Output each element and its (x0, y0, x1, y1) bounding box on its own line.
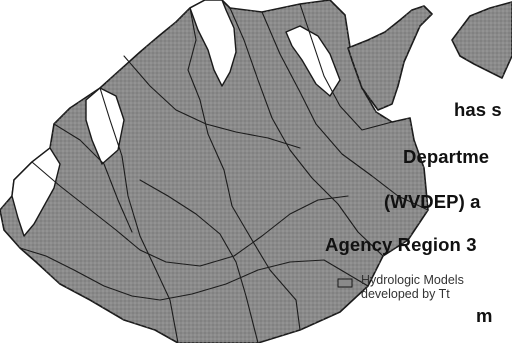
unmodeled-central-north (85, 87, 125, 165)
watershed-boundary-3 (187, 7, 301, 331)
watershed-boundary-8 (123, 55, 301, 149)
watershed-boundary-4 (229, 7, 384, 257)
watershed-boundary-5 (261, 11, 429, 211)
watershed-boundary-1 (99, 87, 179, 343)
watershed-boundary-2 (53, 123, 133, 233)
eastern-panhandle-texture (348, 6, 432, 110)
watershed-boundary-6 (31, 161, 349, 267)
far-east-texture (452, 2, 512, 78)
body-text-line-2: Departme (403, 146, 490, 167)
body-text-line-4: Agency Region 3 (325, 234, 477, 255)
legend-swatch (337, 278, 353, 288)
watershed-boundary-10 (299, 3, 393, 131)
body-text-line-1: has s (454, 99, 502, 120)
unmodeled-western-strip (11, 147, 61, 237)
watershed-boundary-9 (139, 179, 259, 343)
body-text-line-3: (WVDEP) a (384, 191, 481, 212)
watershed-boundary-7 (19, 247, 369, 301)
legend-label-line-2: developed by Tt (361, 287, 450, 301)
body-text-line-5: m (476, 305, 493, 326)
unmodeled-northern-panhandle (189, 0, 237, 87)
legend-label-line-1: Hydrologic Models (361, 273, 464, 287)
